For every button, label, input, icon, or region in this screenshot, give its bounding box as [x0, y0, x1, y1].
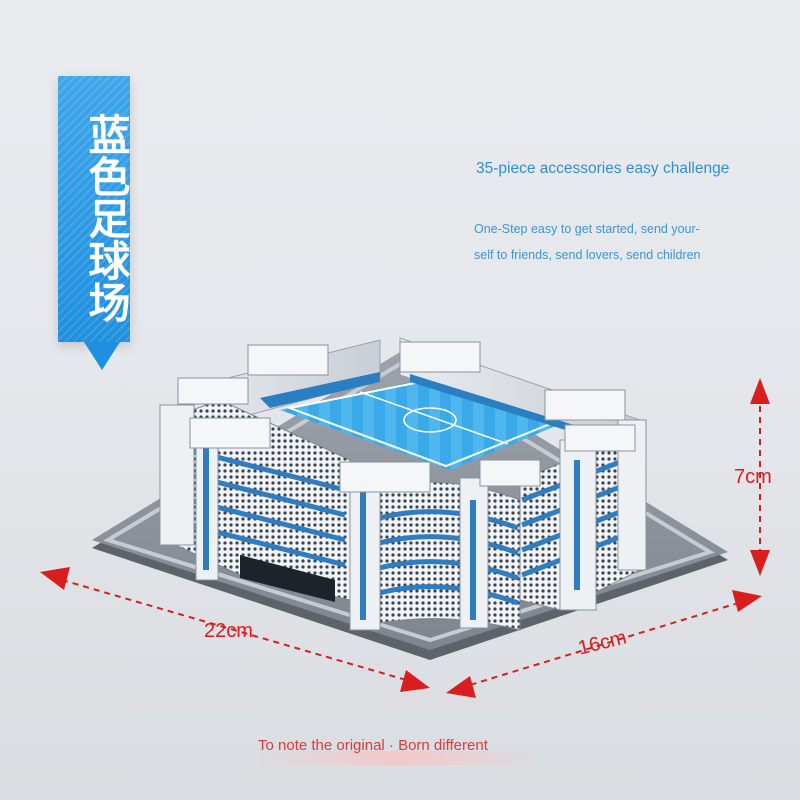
height-arrow: [750, 378, 770, 576]
headline: 35-piece accessories easy challenge: [476, 160, 730, 177]
length-label: 22cm: [204, 620, 253, 642]
height-label: 7cm: [734, 466, 772, 488]
banner-tail: [84, 342, 120, 370]
roof-tabs: [177, 341, 636, 493]
description-line-1: One-Step easy to get started, send your-: [474, 222, 700, 236]
banner-title: 蓝色足球场: [83, 113, 130, 323]
width-arrow: [446, 590, 762, 698]
length-arrow: [40, 567, 430, 692]
title-banner: 蓝色足球场: [58, 76, 130, 342]
footer-highlight: [258, 751, 538, 765]
description-line-2: self to friends, send lovers, send child…: [474, 248, 701, 262]
footer-slogan: To note the original · Born different: [258, 737, 488, 754]
front-corner-tower: [349, 469, 521, 631]
left-stand: [159, 399, 351, 602]
